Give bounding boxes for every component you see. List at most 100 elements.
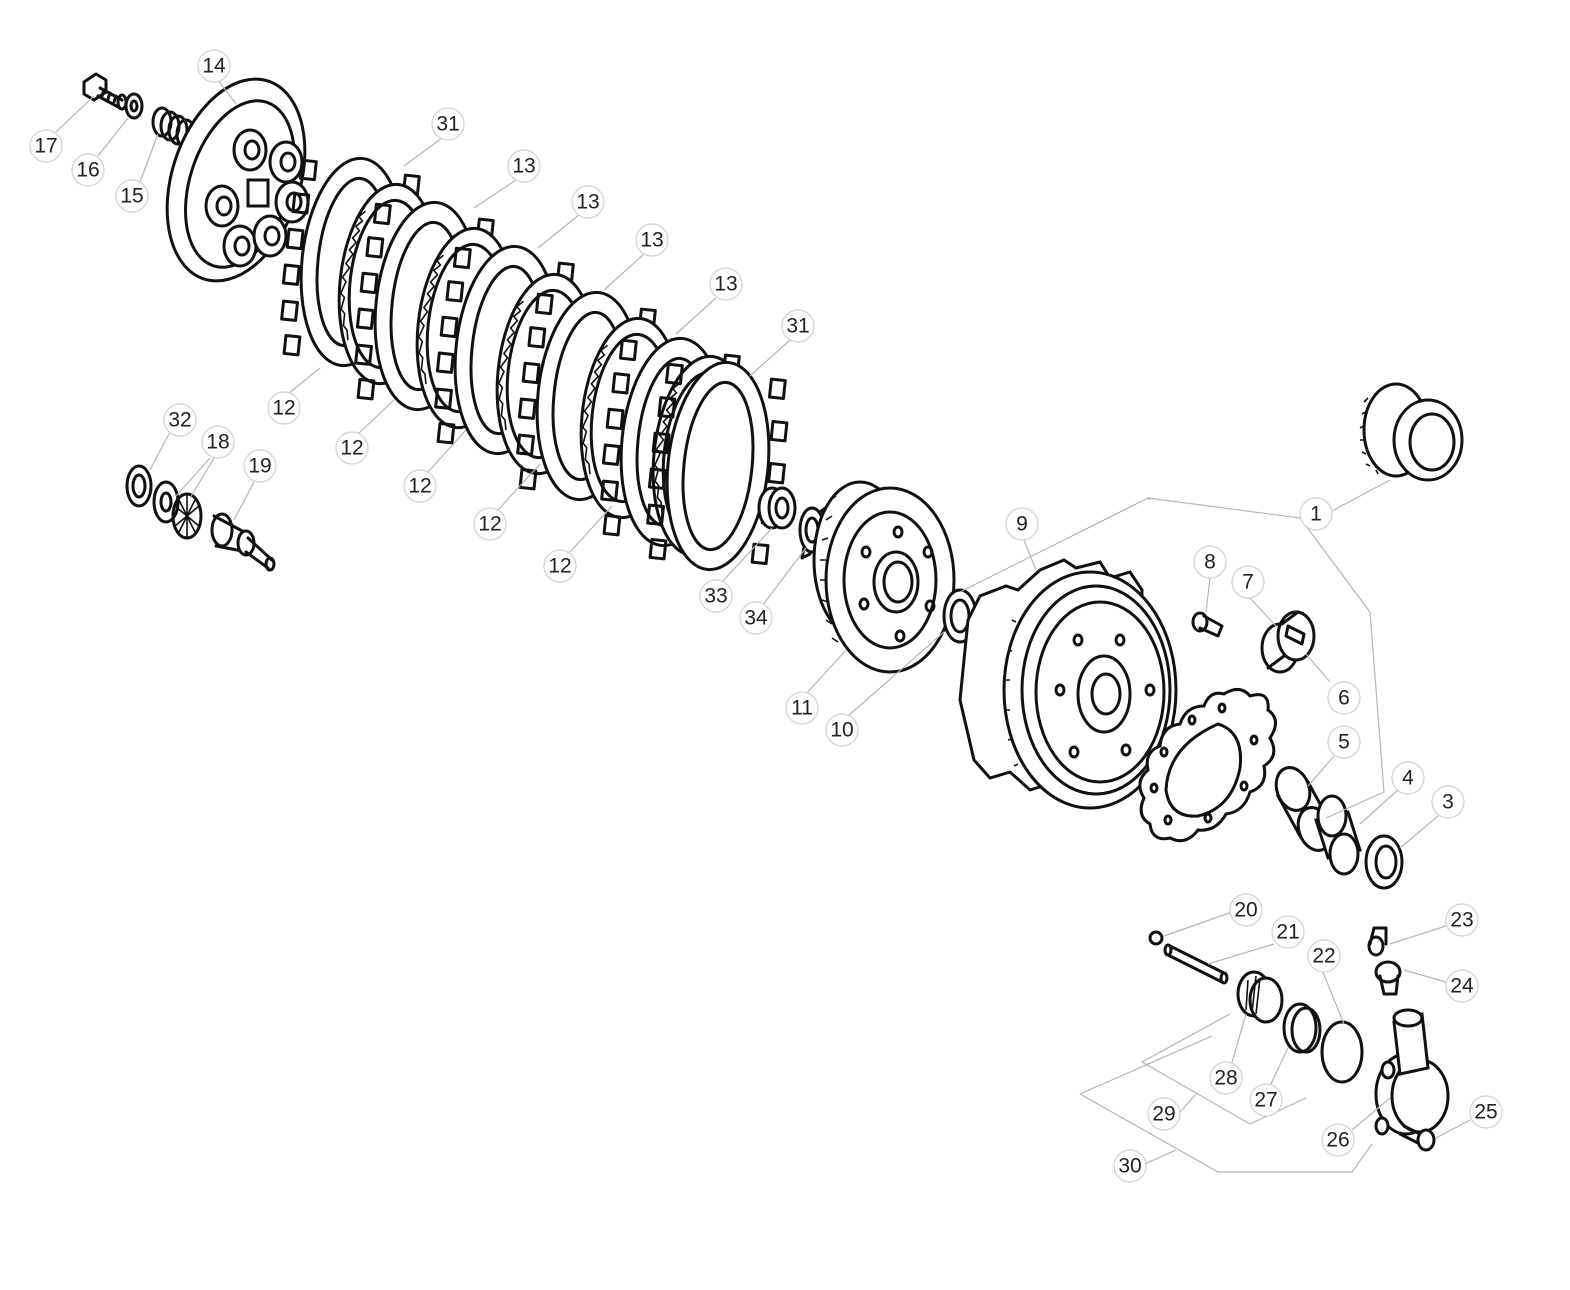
callout-31-a[interactable]: 31	[431, 107, 465, 141]
washer-part-16	[124, 92, 144, 120]
callout-24[interactable]: 24	[1445, 969, 1479, 1003]
svg-text:12: 12	[548, 555, 571, 578]
piston-part-28	[1236, 970, 1284, 1024]
callout-21[interactable]: 21	[1271, 915, 1305, 949]
callout-4[interactable]: 4	[1391, 761, 1425, 795]
callout-17[interactable]: 17	[29, 129, 63, 163]
callout-30[interactable]: 30	[1113, 1149, 1147, 1183]
svg-text:13: 13	[640, 229, 663, 252]
svg-text:8: 8	[1204, 551, 1216, 574]
bleed-screw-part-24	[1374, 960, 1402, 996]
svg-text:24: 24	[1450, 975, 1474, 998]
callout-13-a[interactable]: 13	[507, 149, 541, 183]
bushing-part-4	[1314, 794, 1362, 876]
svg-text:13: 13	[576, 191, 599, 214]
svg-text:7: 7	[1242, 571, 1254, 594]
svg-text:12: 12	[272, 397, 295, 420]
svg-text:16: 16	[76, 159, 99, 182]
callout-13-b[interactable]: 13	[571, 185, 605, 219]
callout-25[interactable]: 25	[1469, 1095, 1503, 1129]
slave-cylinder-body-part-26	[1374, 1008, 1450, 1136]
svg-text:14: 14	[202, 55, 226, 78]
callout-5[interactable]: 5	[1327, 725, 1361, 759]
callout-9[interactable]: 9	[1005, 507, 1039, 541]
callout-22[interactable]: 22	[1307, 939, 1341, 973]
callout-12-b[interactable]: 12	[335, 431, 369, 465]
bearing-part-33	[757, 486, 797, 530]
screw-part-8	[1191, 611, 1224, 638]
callout-27[interactable]: 27	[1249, 1083, 1283, 1117]
callout-26[interactable]: 26	[1321, 1123, 1355, 1157]
svg-text:5: 5	[1338, 731, 1350, 754]
screw-part-25	[1398, 1124, 1436, 1152]
svg-text:9: 9	[1016, 513, 1028, 536]
callout-8[interactable]: 8	[1193, 545, 1227, 579]
svg-text:27: 27	[1254, 1089, 1277, 1112]
screw-part-17	[82, 72, 128, 111]
callout-3[interactable]: 3	[1431, 785, 1465, 819]
svg-text:12: 12	[408, 475, 431, 498]
callout-12-e[interactable]: 12	[543, 549, 577, 583]
svg-text:6: 6	[1338, 687, 1350, 710]
callout-29[interactable]: 29	[1147, 1097, 1181, 1131]
callout-15[interactable]: 15	[115, 179, 149, 213]
callout-10[interactable]: 10	[825, 713, 859, 747]
callout-32[interactable]: 32	[163, 403, 197, 437]
callout-28[interactable]: 28	[1209, 1061, 1243, 1095]
callout-16[interactable]: 16	[71, 153, 105, 187]
svg-text:32: 32	[168, 409, 191, 432]
svg-text:23: 23	[1450, 909, 1473, 932]
svg-text:29: 29	[1152, 1103, 1175, 1126]
svg-text:33: 33	[704, 585, 727, 608]
callout-13-c[interactable]: 13	[635, 223, 669, 257]
svg-text:25: 25	[1474, 1101, 1497, 1124]
washer-part-32	[125, 464, 153, 508]
svg-text:28: 28	[1214, 1067, 1237, 1090]
callout-14[interactable]: 14	[197, 49, 231, 83]
cam-part-7	[1260, 610, 1316, 674]
svg-text:31: 31	[786, 315, 809, 338]
gear-part-1	[1359, 382, 1464, 482]
pin-part-21	[1163, 943, 1229, 985]
svg-text:11: 11	[791, 697, 813, 720]
svg-text:34: 34	[744, 607, 768, 630]
svg-text:15: 15	[120, 185, 143, 208]
damper-plate-part-6	[1138, 688, 1277, 843]
bearing-part-18	[152, 480, 203, 540]
svg-text:1: 1	[1310, 503, 1322, 526]
callout-6[interactable]: 6	[1327, 681, 1361, 715]
callout-12-a[interactable]: 12	[267, 391, 301, 425]
seal-part-27	[1282, 1002, 1322, 1054]
svg-text:21: 21	[1276, 921, 1299, 944]
svg-text:13: 13	[714, 273, 737, 296]
bleed-cap-part-23	[1367, 926, 1388, 957]
push-rod-part-19	[210, 512, 276, 572]
callout-33[interactable]: 33	[699, 579, 733, 613]
callout-31-b[interactable]: 31	[781, 309, 815, 343]
svg-text:20: 20	[1234, 899, 1257, 922]
o-ring-part-22	[1320, 1020, 1364, 1084]
callout-34[interactable]: 34	[739, 601, 773, 635]
clutch-basket-part-9	[958, 558, 1178, 810]
svg-text:30: 30	[1118, 1155, 1141, 1178]
callout-12-c[interactable]: 12	[403, 469, 437, 503]
callout-1[interactable]: 1	[1299, 497, 1333, 531]
svg-text:19: 19	[248, 455, 271, 478]
callout-19[interactable]: 19	[243, 449, 277, 483]
svg-text:12: 12	[478, 513, 501, 536]
svg-text:10: 10	[830, 719, 853, 742]
pressure-plate-part-14	[165, 77, 310, 283]
ball-part-20	[1148, 930, 1164, 946]
svg-text:22: 22	[1312, 945, 1335, 968]
callout-7[interactable]: 7	[1231, 565, 1265, 599]
callout-11[interactable]: 11	[785, 691, 819, 725]
svg-text:31: 31	[436, 113, 459, 136]
callout-12-d[interactable]: 12	[473, 507, 507, 541]
washer-part-3	[1364, 834, 1404, 890]
callout-13-d[interactable]: 13	[709, 267, 743, 301]
callout-18[interactable]: 18	[201, 425, 235, 459]
callout-23[interactable]: 23	[1445, 903, 1479, 937]
svg-text:17: 17	[34, 135, 57, 158]
callout-20[interactable]: 20	[1229, 893, 1263, 927]
